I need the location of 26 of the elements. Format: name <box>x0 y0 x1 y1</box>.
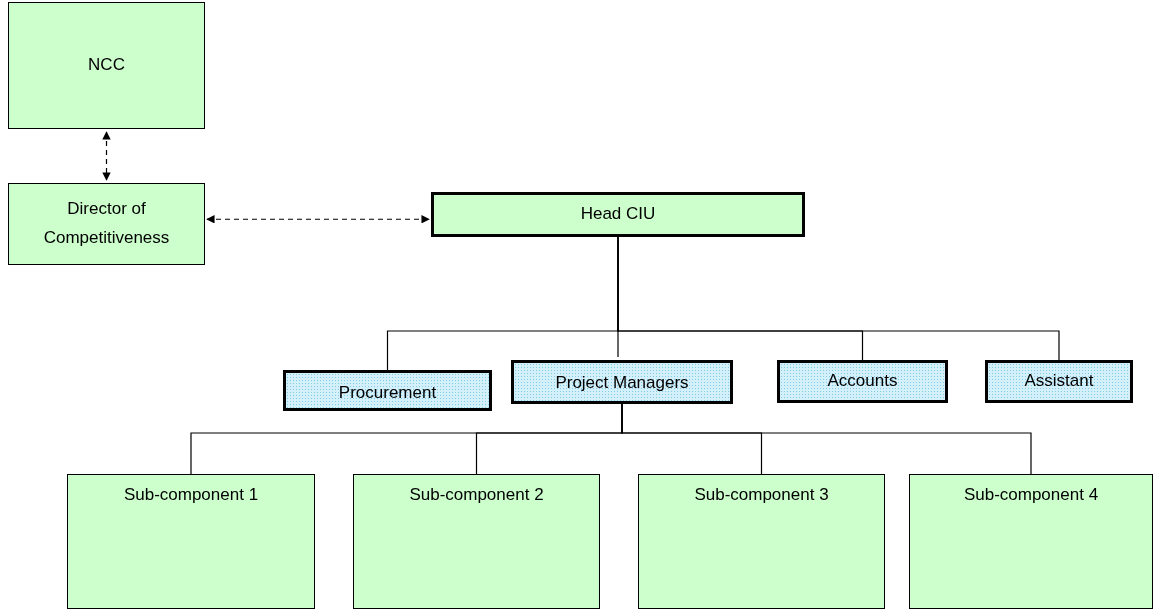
connector-line <box>621 403 1032 475</box>
subcomponent-box <box>909 474 1153 609</box>
department-box <box>777 360 948 403</box>
box-label: Project Managers <box>554 372 690 394</box>
box-label: Director of Competitiveness <box>42 198 171 249</box>
organization-box <box>8 2 205 129</box>
box-label: Sub-component 1 <box>122 484 260 506</box>
director-box <box>8 183 205 265</box>
box-label: Head CIU <box>579 203 657 226</box>
box-label: NCC <box>87 54 126 77</box>
head-box <box>431 192 805 237</box>
box-label: Sub-component 4 <box>962 484 1100 506</box>
box-label: Procurement <box>337 382 438 405</box>
box-label: Accounts <box>826 370 899 393</box>
dashed-double-arrow <box>206 215 430 224</box>
box-label: Sub-component 3 <box>693 484 830 506</box>
department-box <box>511 360 733 404</box>
box-label: Assistant <box>1023 370 1095 393</box>
department-box <box>985 360 1133 403</box>
subcomponent-box <box>638 474 885 609</box>
department-box <box>283 370 492 411</box>
dashed-double-arrow <box>102 131 111 181</box>
subcomponent-box <box>67 474 315 609</box>
connector-line <box>617 236 1060 361</box>
subcomponent-box <box>353 474 600 609</box>
box-label: Sub-component 2 <box>408 484 545 506</box>
